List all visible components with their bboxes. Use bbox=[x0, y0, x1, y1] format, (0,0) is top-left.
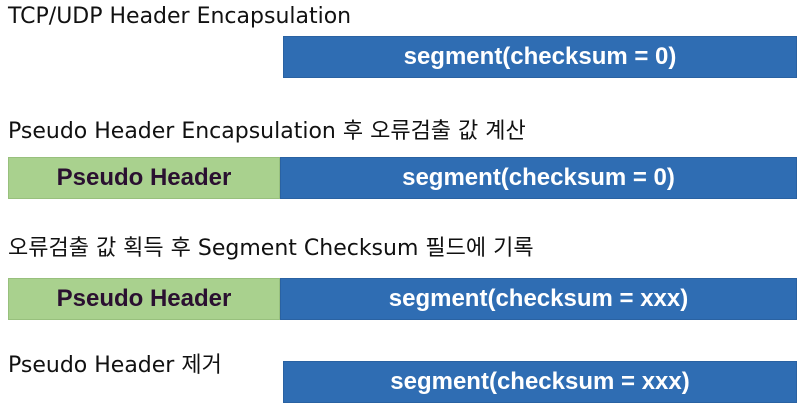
step-3-label: 오류검출 값 획득 후 Segment Checksum 필드에 기록 bbox=[8, 236, 534, 261]
step-3-pseudo-header-box: Pseudo Header bbox=[8, 278, 280, 320]
step-1-segment-box: segment(checksum = 0) bbox=[283, 36, 797, 78]
step-1-label: TCP/UDP Header Encapsulation bbox=[8, 4, 352, 29]
step-2-label: Pseudo Header Encapsulation 후 오류검출 값 계산 bbox=[8, 119, 526, 144]
step-3-segment-box: segment(checksum = xxx) bbox=[280, 278, 797, 320]
step-2-segment-box: segment(checksum = 0) bbox=[280, 157, 797, 199]
step-4-label: Pseudo Header 제거 bbox=[8, 353, 222, 378]
step-2-pseudo-header-box: Pseudo Header bbox=[8, 157, 280, 199]
step-4-segment-box: segment(checksum = xxx) bbox=[283, 361, 797, 403]
